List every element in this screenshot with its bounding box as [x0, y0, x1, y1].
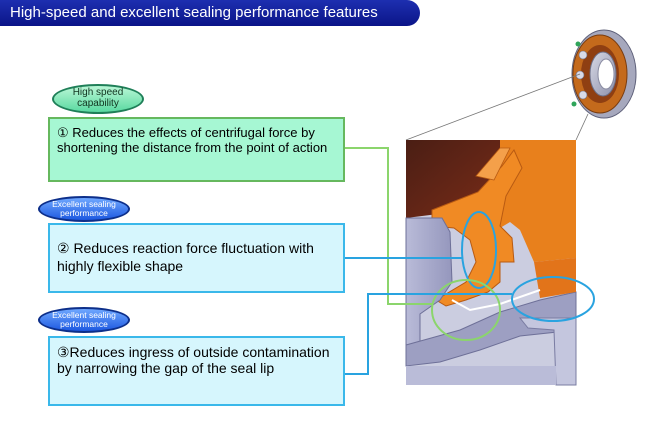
- feature-text-1: ① Reduces the effects of centrifugal for…: [57, 125, 328, 155]
- connector-feature-1: [345, 147, 432, 305]
- feature-text-3: ③Reduces ingress of outside contaminatio…: [57, 344, 330, 376]
- feature-box-1: ① Reduces the effects of centrifugal for…: [48, 117, 345, 182]
- seal-cross-section: [405, 140, 577, 386]
- title-bar: High-speed and excellent sealing perform…: [0, 0, 420, 26]
- feature-box-2: ② Reduces reaction force fluctuation wit…: [48, 223, 345, 293]
- badge-sealing-1: Excellent sealing performance: [38, 196, 130, 222]
- bearing-thumbnail: [571, 29, 637, 119]
- feature-box-3: ③Reduces ingress of outside contaminatio…: [48, 336, 345, 406]
- highlight-contact-point: [431, 279, 501, 341]
- highlight-seal-gap: [511, 276, 595, 322]
- badge-line1: Excellent sealing: [52, 310, 116, 320]
- badge-sealing-2: Excellent sealing performance: [38, 307, 130, 333]
- page-title: High-speed and excellent sealing perform…: [10, 4, 378, 21]
- badge-high-speed: High speed capability: [52, 84, 144, 114]
- badge-line1: Excellent sealing: [52, 199, 116, 209]
- connector-feature-3: [345, 293, 512, 375]
- callout-line: [405, 73, 581, 141]
- highlight-lip-flex: [461, 211, 497, 289]
- badge-line2: performance: [60, 207, 108, 218]
- badge-line2: performance: [60, 318, 108, 329]
- badge-line2: capability: [77, 97, 119, 109]
- callout-line: [575, 113, 589, 141]
- badge-line1: High speed: [72, 87, 124, 98]
- feature-text-2: ② Reduces reaction force fluctuation wit…: [57, 240, 314, 274]
